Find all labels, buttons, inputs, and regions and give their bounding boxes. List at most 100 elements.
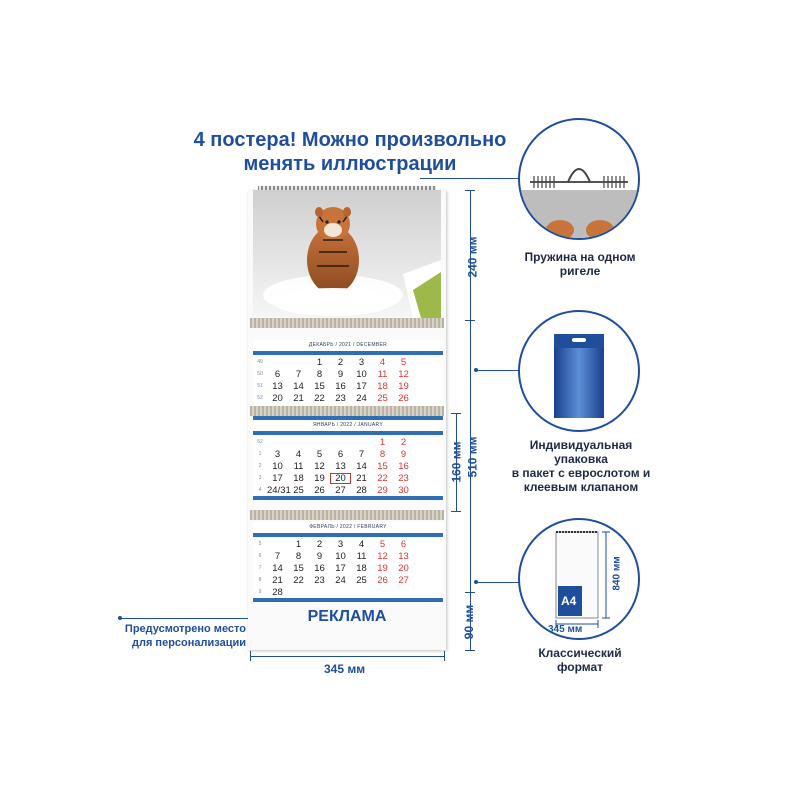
calendar-day: 15 bbox=[377, 460, 388, 472]
spring-closeup-image bbox=[520, 168, 638, 238]
divider-strip bbox=[250, 318, 444, 328]
month-bottom-bar bbox=[253, 496, 443, 500]
personalization-note: Предусмотрено место для персонализации bbox=[110, 622, 246, 650]
calendar-day: 16 bbox=[314, 562, 325, 574]
calendar-day: 26 bbox=[314, 484, 325, 496]
month-header: ФЕВРАЛЬ / 2022 / FEBRUARY bbox=[309, 524, 387, 530]
calendar-day: 21 bbox=[356, 472, 367, 484]
calendar-day: 22 bbox=[293, 574, 304, 586]
calendar-day: 22 bbox=[314, 392, 325, 404]
calendar-day: 14 bbox=[272, 562, 283, 574]
pointer-dot bbox=[474, 580, 478, 584]
week-number: 3 bbox=[258, 475, 262, 481]
caption-line: Индивидуальная bbox=[529, 438, 633, 452]
calendar-day: 24 bbox=[356, 392, 367, 404]
calendar-day: 1 bbox=[379, 436, 386, 448]
caption-line: клеевым клапаном bbox=[523, 480, 639, 494]
calendar-day: 2 bbox=[400, 436, 407, 448]
week-number: 2 bbox=[258, 463, 262, 469]
calendar-day: 8 bbox=[379, 448, 386, 460]
format-height-label: 840 мм bbox=[611, 556, 623, 591]
calendar-day: 26 bbox=[398, 392, 409, 404]
calendar-day: 20 bbox=[330, 472, 351, 484]
calendar-day: 20 bbox=[398, 562, 409, 574]
calendar-day: 7 bbox=[274, 550, 281, 562]
calendar-day: 21 bbox=[293, 392, 304, 404]
calendar-day: 6 bbox=[400, 538, 407, 550]
week-number: 4 bbox=[258, 487, 262, 493]
calendar-day: 25 bbox=[377, 392, 388, 404]
calendar-day: 25 bbox=[293, 484, 304, 496]
calendar-day: 26 bbox=[377, 574, 388, 586]
calendar-day: 19 bbox=[377, 562, 388, 574]
month-bottom-bar bbox=[253, 598, 443, 602]
callout-spring-caption: Пружина на одном ригеле bbox=[510, 250, 650, 278]
note-pointer-line bbox=[120, 618, 248, 619]
calendar-day: 18 bbox=[293, 472, 304, 484]
caption-line: упаковка bbox=[554, 452, 608, 466]
pointer-dot bbox=[118, 616, 122, 620]
week-number: 52 bbox=[257, 395, 263, 401]
calendar-week-row: 52 1 2 bbox=[253, 436, 443, 448]
calendar-day: 29 bbox=[377, 484, 388, 496]
calendar-day: 5 bbox=[316, 448, 323, 460]
calendar-day: 5 bbox=[400, 356, 407, 368]
headline: 4 постера! Можно произвольно менять иллю… bbox=[160, 128, 540, 176]
dim-line-month bbox=[456, 413, 457, 511]
dim-tick bbox=[250, 651, 251, 661]
week-number: 8 bbox=[258, 577, 262, 583]
dim-tick bbox=[465, 650, 475, 651]
week-number: 52 bbox=[257, 439, 263, 445]
calendar-day: 12 bbox=[314, 460, 325, 472]
calendar-day: 2 bbox=[337, 356, 344, 368]
calendar-day: 13 bbox=[335, 460, 346, 472]
calendar-day: 10 bbox=[272, 460, 283, 472]
calendar-day: 19 bbox=[398, 380, 409, 392]
calendar-day: 4 bbox=[295, 448, 302, 460]
note-line-1: Предусмотрено место bbox=[124, 623, 246, 635]
calendar-day: 28 bbox=[272, 586, 283, 598]
week-number: 5 bbox=[258, 541, 262, 547]
calendar-day: 10 bbox=[335, 550, 346, 562]
calendar-day: 23 bbox=[335, 392, 346, 404]
calendar-day: 7 bbox=[358, 448, 365, 460]
dim-label-total-height: 510 мм bbox=[465, 436, 480, 478]
pointer-dot bbox=[474, 368, 478, 372]
caption-line: ригеле bbox=[559, 264, 601, 278]
connector-line bbox=[476, 582, 520, 583]
calendar-day: 1 bbox=[316, 356, 323, 368]
calendar-day: 5 bbox=[379, 538, 386, 550]
callout-format-circle: A4 840 мм 345 мм bbox=[518, 518, 640, 640]
calendar-day: 17 bbox=[335, 562, 346, 574]
divider-strip bbox=[250, 510, 444, 520]
calendar-day: 21 bbox=[272, 574, 283, 586]
tiger-illustration bbox=[263, 207, 441, 318]
caption-line: Пружина на одном bbox=[524, 250, 636, 264]
calendar-day: 30 bbox=[398, 484, 409, 496]
calendar-day: 2 bbox=[316, 538, 323, 550]
month-header: ЯНВАРЬ / 2022 / JANUARY bbox=[313, 422, 383, 428]
caption-line: формат bbox=[556, 660, 604, 674]
calendar-day: 1 bbox=[295, 538, 302, 550]
caption-line: в пакет с еврослотом и bbox=[511, 466, 651, 480]
tiger-poster-image bbox=[253, 190, 441, 318]
calendar-day: 22 bbox=[377, 472, 388, 484]
calendar-day: 23 bbox=[398, 472, 409, 484]
weekday-bar bbox=[253, 351, 443, 355]
calendar-day: 14 bbox=[293, 380, 304, 392]
calendar-day: 24 bbox=[335, 574, 346, 586]
calendar-day: 13 bbox=[272, 380, 283, 392]
calendar-day: 3 bbox=[274, 448, 281, 460]
week-number: 50 bbox=[257, 371, 263, 377]
week-number: 49 bbox=[257, 359, 263, 365]
calendar-day: 20 bbox=[272, 392, 283, 404]
